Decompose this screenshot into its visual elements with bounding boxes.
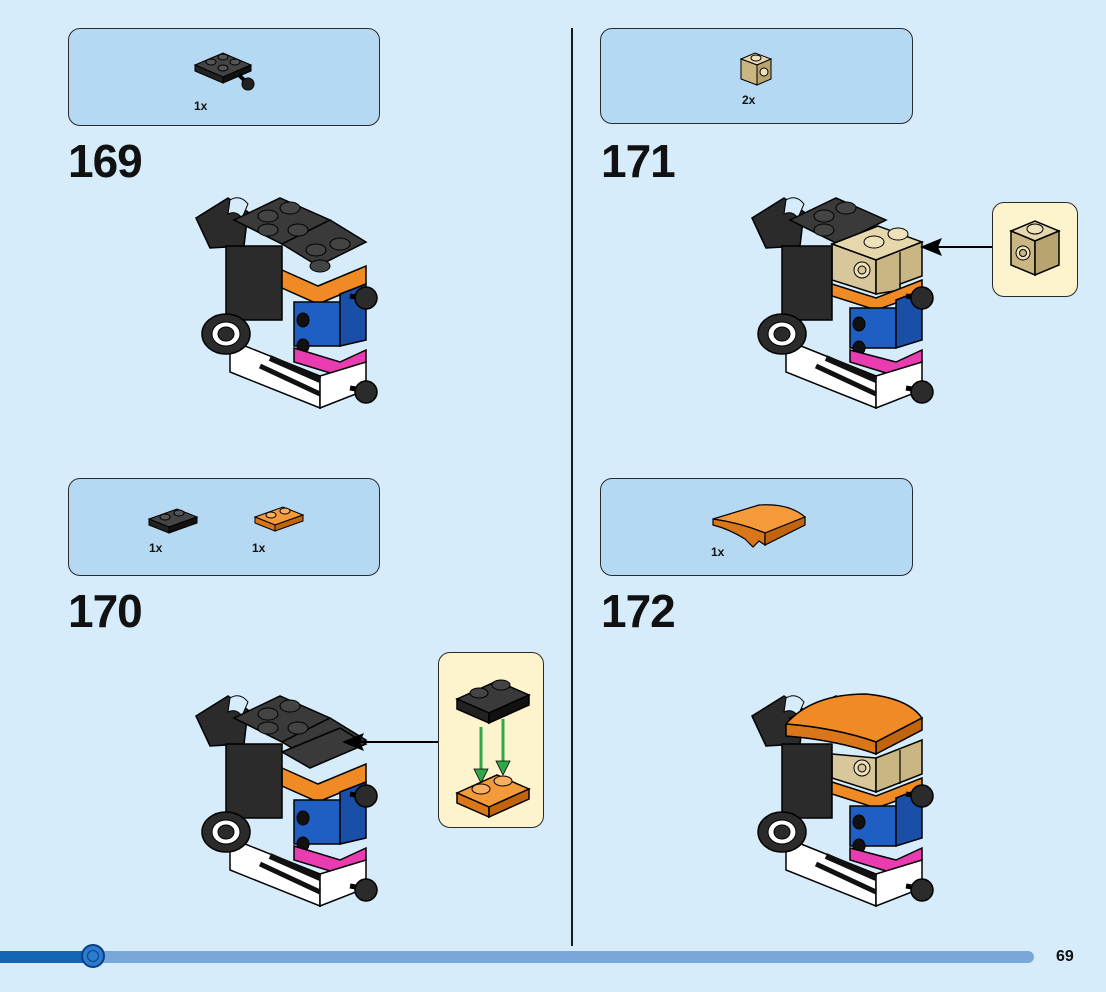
build-model-172 bbox=[746, 688, 946, 910]
sub-assembly-callout-171 bbox=[992, 202, 1078, 297]
tan-brick-1x1-icon bbox=[1009, 219, 1061, 277]
orange-curved-slope-icon bbox=[709, 501, 809, 549]
part-qty: 1x bbox=[194, 99, 207, 113]
step-number-171: 171 bbox=[601, 134, 675, 188]
parts-list-169: 1x bbox=[68, 28, 380, 126]
build-model-171 bbox=[746, 190, 946, 412]
progress-fill bbox=[0, 951, 93, 963]
part-qty: 1x bbox=[711, 545, 724, 559]
pointer-arrow bbox=[918, 235, 994, 259]
progress-knob-icon bbox=[81, 944, 105, 968]
step-number-170: 170 bbox=[68, 584, 142, 638]
part-qty: 1x bbox=[149, 541, 162, 555]
step-number-169: 169 bbox=[68, 134, 142, 188]
sub-assembly-callout-170 bbox=[438, 652, 544, 828]
parts-list-170: 1x 1x bbox=[68, 478, 380, 576]
column-divider bbox=[571, 28, 573, 946]
parts-list-172: 1x bbox=[600, 478, 913, 576]
black-plate-ball-joint-icon bbox=[193, 51, 263, 101]
black-plate-1x2-icon bbox=[147, 507, 199, 535]
step-number-172: 172 bbox=[601, 584, 675, 638]
tan-brick-1x1-icon bbox=[739, 51, 773, 87]
part-qty: 1x bbox=[252, 541, 265, 555]
page-number: 69 bbox=[1056, 948, 1074, 966]
build-model-169 bbox=[190, 190, 390, 410]
orange-plate-1x2-icon bbox=[253, 505, 305, 533]
pointer-arrow bbox=[340, 730, 440, 754]
build-model-170 bbox=[190, 688, 390, 910]
parts-list-171: 2x bbox=[600, 28, 913, 124]
sub-assembly-plates-icon bbox=[453, 671, 533, 811]
part-qty: 2x bbox=[742, 93, 755, 107]
progress-track bbox=[0, 951, 1034, 963]
